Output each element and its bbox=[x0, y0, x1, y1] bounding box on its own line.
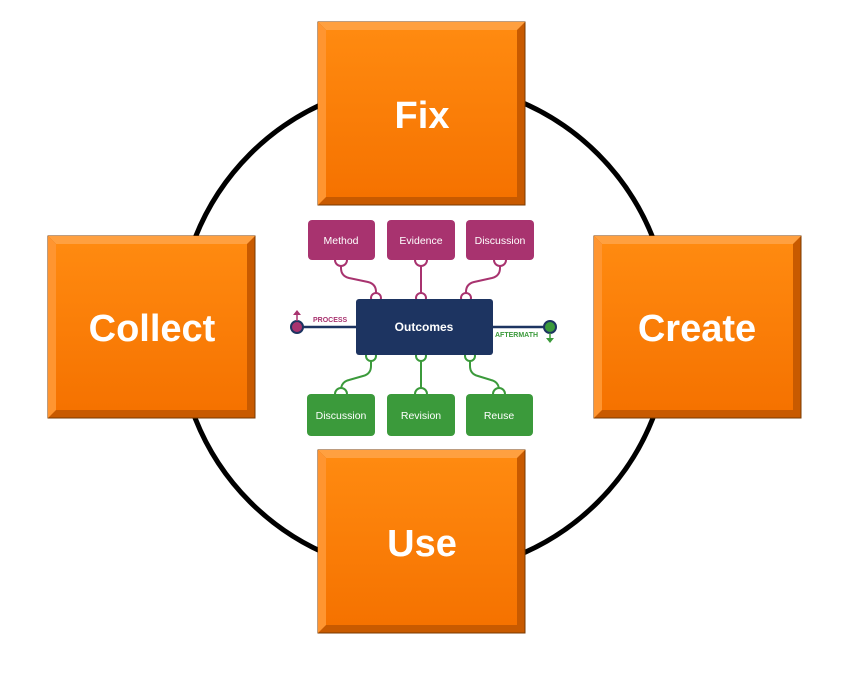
node-method-label: Method bbox=[323, 235, 358, 247]
box-bottom-label: Use bbox=[387, 523, 457, 565]
outcomes-label: Outcomes bbox=[395, 320, 454, 334]
node-revision-label: Revision bbox=[401, 410, 441, 422]
box-left: Collect bbox=[47, 235, 256, 419]
outcomes-box bbox=[356, 299, 493, 355]
node-discussion-bottom-label: Discussion bbox=[316, 410, 367, 422]
box-right-label: Create bbox=[638, 308, 756, 350]
process-icon bbox=[290, 310, 304, 334]
aftermath-label: AFTERMATH bbox=[495, 332, 538, 339]
node-discussion-top-label: Discussion bbox=[475, 235, 526, 247]
box-bottom: Use bbox=[317, 449, 526, 634]
node-discussion-bottom bbox=[307, 394, 375, 436]
node-discussion-top bbox=[466, 220, 534, 260]
box-right: Create bbox=[593, 235, 802, 419]
node-reuse bbox=[466, 394, 533, 436]
process-label: PROCESS bbox=[313, 317, 348, 324]
outcomes-diagram: PROCESS AFTERMATH bbox=[290, 220, 557, 436]
node-evidence-label: Evidence bbox=[399, 235, 442, 247]
aftermath-icon bbox=[543, 320, 557, 343]
node-evidence bbox=[387, 220, 455, 260]
box-top: Fix bbox=[317, 21, 526, 206]
node-revision bbox=[387, 394, 455, 436]
box-left-label: Collect bbox=[89, 308, 216, 350]
node-reuse-label: Reuse bbox=[484, 410, 515, 422]
node-method bbox=[308, 220, 375, 260]
box-top-label: Fix bbox=[395, 95, 450, 137]
